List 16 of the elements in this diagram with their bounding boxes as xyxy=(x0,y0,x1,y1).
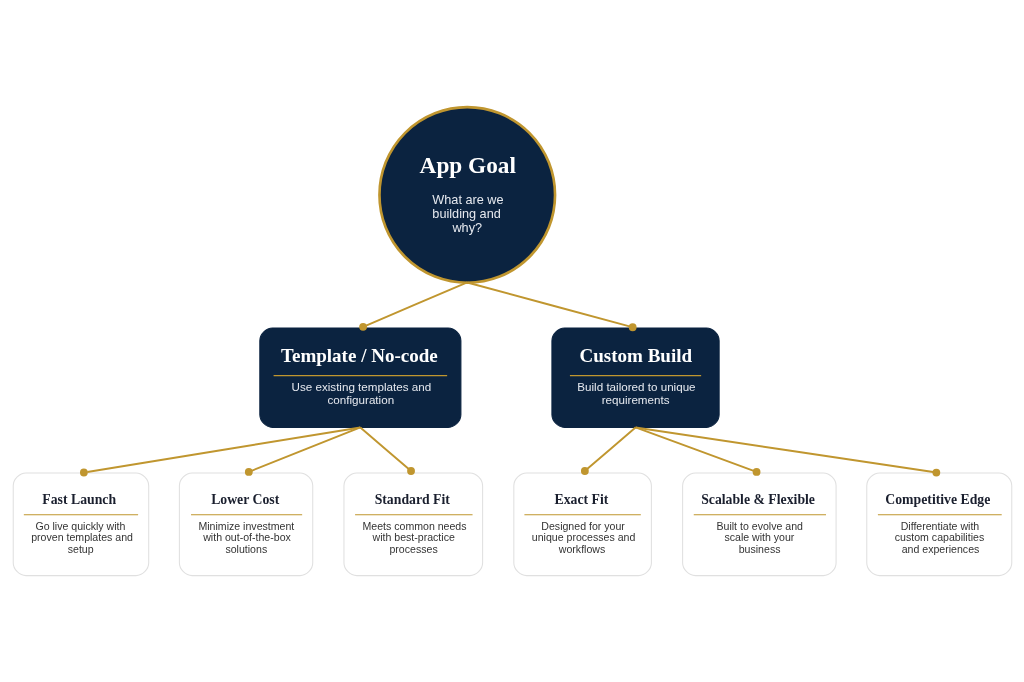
connector xyxy=(79,426,361,476)
node-box: Competitive Edge Differentiate with custom capabilities and experiences xyxy=(865,471,1012,576)
connector xyxy=(244,426,361,476)
connector xyxy=(634,426,940,476)
node-box: Standard Fit Meets common needs with best-practice processes xyxy=(342,471,483,576)
connector xyxy=(465,281,637,331)
node-box: Template / No-code Use existing templates and configuration xyxy=(258,326,461,428)
node-box: Exact Fit Designed for your unique processes and workflows xyxy=(512,471,652,576)
node-box: Fast Launch Go live quickly with proven templates and setup xyxy=(12,471,149,576)
connector xyxy=(358,426,415,475)
node-circle: App Goal What are we building and why? xyxy=(377,105,556,284)
node-box: Custom Build Build tailored to unique requirements xyxy=(550,326,720,428)
node-box: Lower Cost Minimize investment with out-of-the-box solutions xyxy=(178,471,313,576)
connector xyxy=(580,426,636,475)
connector xyxy=(358,281,468,331)
node-box: Scalable & Flexible Built to evolve and scale with your business xyxy=(681,471,837,576)
